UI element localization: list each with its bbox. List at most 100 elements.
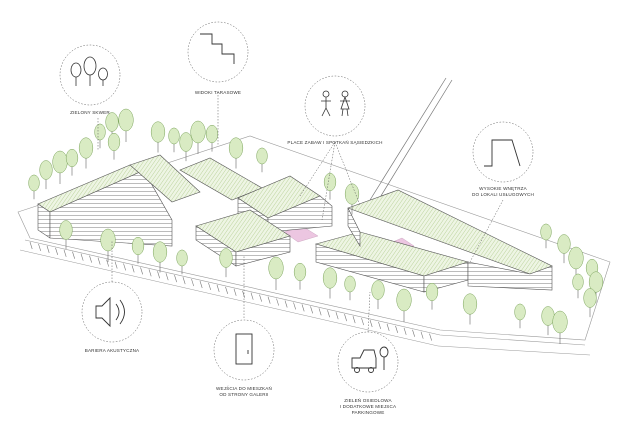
parking-stripe [174,275,177,283]
tree [39,160,53,190]
parking-stripe [395,325,398,333]
parking-stripe [80,253,84,261]
tree [168,127,180,153]
parking-stripe [46,245,50,253]
parking-stripe [429,333,432,341]
children-icon [321,90,350,117]
label-acoustic: BARIERA AKUSTYCZNA [85,348,140,353]
parking-stripe [378,321,381,330]
building-west [37,154,201,247]
tree [228,137,244,169]
parking-stripe [369,319,373,328]
callout-meeting: PLACE ZABAW I SPOTKAŃ SĄSIEDZKICH [287,75,382,145]
parking-stripe [225,286,228,294]
label-green-square: ZIELONY SKWER [70,110,110,115]
speaker-icon [95,296,125,328]
tree [293,262,307,290]
parking-stripe [123,263,126,271]
tree [396,288,412,322]
parking-stripe [420,331,424,339]
tree [322,267,338,299]
parking-stripe [148,269,152,277]
label-service-1: WYSOKIE WNĘTRZA [479,186,527,191]
label-terraces: WIDOKI TARASOWE [195,90,241,95]
tree [344,183,360,215]
parking-stripe [403,327,407,335]
tree [462,293,478,325]
tree [219,248,233,278]
parking-stripe [199,280,203,289]
parking-stripe [131,265,135,273]
tree [52,150,68,184]
parking-stripe [216,284,220,292]
tree [268,256,284,290]
callout-service: WYSOKIE WNĘTRZA DO LOKALI USŁUGOWYCH [472,121,534,197]
tree [557,234,571,264]
tree [371,280,385,310]
tree [552,310,568,344]
parking-stripe [242,290,245,298]
tree [28,174,40,200]
parking-stripe [259,294,262,302]
parking-stripe [157,271,160,279]
building-east [314,189,553,293]
tree [179,132,193,162]
tree [59,220,73,250]
label-street-2: I DODATKOWE MIEJSCA [340,404,397,409]
tree [572,273,584,299]
tree [65,148,79,176]
parking-stripe [191,278,194,287]
tree [152,241,168,273]
parking-stripe [352,316,356,324]
tree [190,120,206,154]
tree [94,123,106,149]
parking-stripe [38,243,41,252]
tree [583,288,597,318]
label-entrance-1: WEJŚCIA DO MIESZKAŃ [216,384,272,391]
parking-stripe [386,323,390,331]
door-icon [235,333,253,365]
tree [568,246,584,280]
building-centre-north [179,157,333,233]
parking-stripe [106,259,109,267]
label-meeting: PLACE ZABAW I SPOTKAŃ SĄSIEDZKICH [287,139,382,145]
parking-stripe [301,304,305,312]
parking-stripe [344,314,347,322]
parking-stripe [72,251,75,259]
trees-icon [70,56,108,86]
label-street-1: ZIELEŃ OSIEDLOWA [344,397,392,403]
tree [176,249,188,275]
parking-stripe [284,300,288,308]
tree [205,124,219,152]
tree [323,172,337,200]
tree [100,228,116,262]
tree [540,223,552,249]
parking-stripe [310,306,313,314]
parking-stripe [233,288,237,296]
parking-lines [29,241,432,341]
tall-interior-icon [484,139,521,167]
parking-stripe [276,298,279,306]
tree [78,137,94,169]
parking-stripe [63,249,67,257]
parking-stripe [327,310,330,318]
tree [131,236,145,264]
parking-stripe [335,312,339,320]
label-service-2: DO LOKALI USŁUGOWYCH [472,192,534,197]
callout-entrance: WEJŚCIA DO MIESZKAŃ OD STRONY GALERII [213,319,275,397]
tree [118,108,134,142]
parking-stripe [318,308,322,316]
parking-stripe [55,247,58,255]
label-entrance-2: OD STRONY GALERII [219,392,268,397]
parking-stripe [250,292,254,300]
parking-stripe [412,329,415,337]
parking-stripe [182,277,186,285]
tree [514,303,526,329]
parking-stripe [97,257,101,265]
tree [344,275,356,301]
tree [150,121,166,153]
tree [256,147,268,173]
callout-green-square: ZIELONY SKWER [59,44,121,115]
parking-stripe [208,282,211,291]
tree [541,306,555,336]
